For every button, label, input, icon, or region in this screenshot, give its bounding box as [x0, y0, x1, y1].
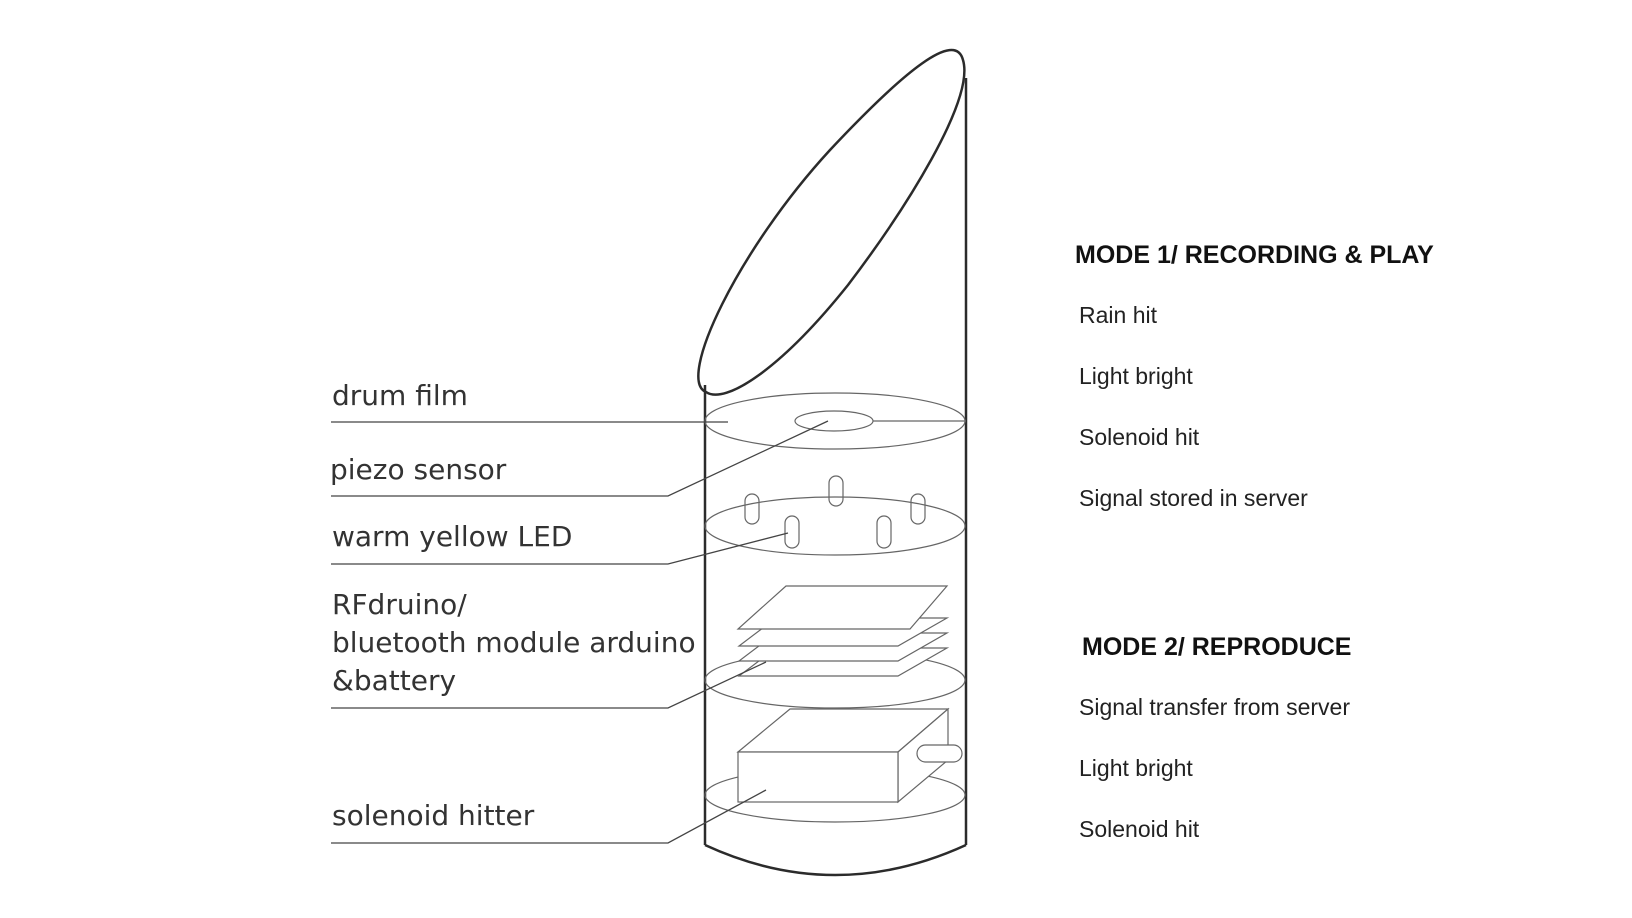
drum-film-layer — [704, 392, 966, 450]
cylinder-body — [703, 78, 968, 877]
piezo-sensor-disc — [794, 410, 874, 432]
led-3 — [910, 493, 926, 525]
solenoid-layer — [704, 707, 966, 823]
mode2-step: Solenoid hit — [1079, 816, 1200, 842]
solenoid-box-front — [737, 751, 899, 803]
leader-warm-yellow-led — [331, 532, 789, 565]
leader-piezo-sensor — [331, 420, 829, 497]
led-layer — [704, 475, 966, 556]
leader-lines — [331, 420, 829, 844]
mode1-step: Solenoid hit — [1079, 424, 1200, 450]
mode2-step: Light bright — [1079, 755, 1193, 781]
controller-layer — [704, 585, 966, 709]
mode2-heading: MODE 2/ REPRODUCE — [1082, 633, 1352, 661]
mode1-step: Signal stored in server — [1079, 485, 1308, 511]
mode2-step: Signal transfer from server — [1079, 694, 1350, 720]
led-5 — [876, 515, 892, 549]
label-controller-line3: &battery — [332, 664, 457, 697]
solenoid-plunger — [916, 744, 963, 763]
mode1-step: Light bright — [1079, 363, 1193, 389]
label-controller-line1: RFdruino/ — [332, 588, 467, 621]
label-solenoid-hitter: solenoid hitter — [332, 799, 535, 832]
led-2 — [828, 475, 844, 507]
label-drum-film: drum film — [332, 379, 468, 412]
mode1-step: Rain hit — [1079, 302, 1157, 328]
label-controller-line2: bluetooth module arduino — [332, 626, 696, 659]
board-1 — [736, 585, 949, 630]
leader-controller — [331, 661, 767, 709]
mode1-heading: MODE 1/ RECORDING & PLAY — [1075, 241, 1434, 269]
led-1 — [744, 493, 760, 525]
label-piezo-sensor: piezo sensor — [330, 453, 507, 486]
label-warm-yellow-led: warm yellow LED — [332, 520, 573, 553]
leader-solenoid-hitter — [331, 789, 767, 844]
slanted-drum-top — [697, 48, 966, 396]
led-4 — [784, 515, 800, 549]
